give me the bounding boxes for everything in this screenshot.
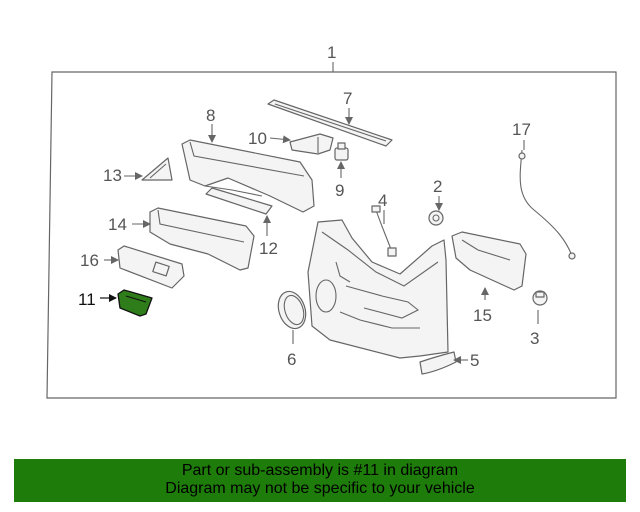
part-4-cable (371, 205, 397, 257)
callout-17: 17 (512, 120, 531, 139)
callout-11: 11 (78, 290, 96, 309)
callout-16: 16 (80, 251, 99, 270)
part-13-corner-trim (141, 157, 173, 181)
part-15-bracket (451, 231, 527, 291)
callout-9: 9 (335, 181, 344, 200)
part-12-strip (205, 187, 273, 215)
part-7-molding (267, 99, 393, 147)
callout-1: 1 (327, 43, 336, 62)
callout-7: 7 (343, 89, 352, 108)
footer-notice: Part or sub-assembly is #11 in diagram D… (14, 459, 626, 502)
parts-diagram: 1 7 8 10 9 13 12 14 (46, 43, 617, 399)
callout-10: 10 (248, 129, 267, 148)
part-8-upper-trim (181, 139, 315, 213)
part-11-switch-highlighted (117, 289, 153, 317)
part-17-rod (518, 149, 576, 260)
footer-line-1: Part or sub-assembly is #11 in diagram (181, 462, 459, 479)
part-10-bezel (289, 133, 334, 155)
part-14-armrest-panel (149, 207, 255, 271)
part-2-push-pin (428, 210, 444, 226)
callout-15: 15 (473, 306, 492, 325)
callout-3: 3 (530, 329, 539, 348)
part-9-clip (334, 142, 349, 161)
part-16-switch-panel (117, 245, 185, 289)
callout-8: 8 (206, 106, 215, 125)
callout-5: 5 (470, 351, 479, 370)
door-trim-panel (307, 219, 449, 359)
callout-2: 2 (433, 177, 442, 196)
callout-12: 12 (259, 239, 278, 258)
part-6-speaker-grille (277, 290, 307, 330)
callout-14: 14 (108, 215, 127, 234)
part-3-screw (532, 290, 548, 306)
callout-6: 6 (287, 350, 296, 369)
callout-13: 13 (103, 166, 122, 185)
footer-line-2: Diagram may not be specific to your vehi… (165, 480, 475, 497)
callout-4: 4 (378, 191, 387, 210)
